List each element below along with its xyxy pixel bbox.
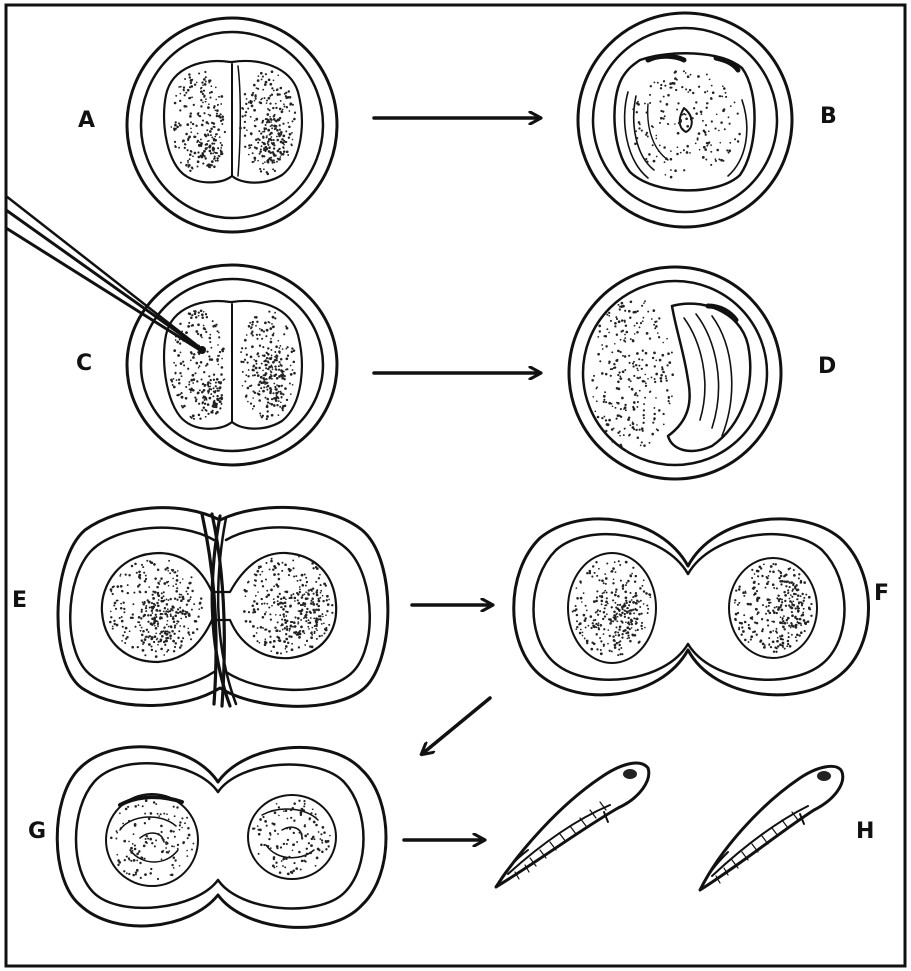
stipple-texture <box>776 580 805 628</box>
stipple-texture <box>109 560 203 658</box>
panel-e: E <box>12 507 388 706</box>
arrow-f-to-g <box>422 698 490 754</box>
panel-f: F <box>514 519 889 695</box>
stipple-texture <box>243 556 333 655</box>
stipple-texture <box>201 381 223 415</box>
label-b: B <box>820 104 837 129</box>
stipple-texture <box>240 311 296 421</box>
panel-a: A <box>78 18 337 232</box>
panel-c: C <box>6 196 337 465</box>
stipple-texture <box>170 71 226 172</box>
tadpole-eye <box>817 771 831 781</box>
dark-lip <box>648 56 684 60</box>
inner-membrane <box>593 28 777 212</box>
label-g: G <box>28 819 46 844</box>
panel-h: H <box>496 763 874 890</box>
stipple-texture <box>110 799 194 880</box>
stipple-texture <box>252 800 331 876</box>
needle <box>6 210 200 348</box>
tadpole-left <box>496 763 649 887</box>
label-c: C <box>76 351 92 376</box>
label-e: E <box>12 588 27 613</box>
stipple-texture <box>612 582 638 639</box>
label-a: A <box>78 108 95 133</box>
label-d: D <box>818 354 836 379</box>
dark-lip <box>708 306 736 320</box>
inner-membrane <box>76 763 364 908</box>
stipple-texture <box>572 560 652 656</box>
tadpole-right <box>700 766 843 890</box>
half-embryo <box>668 304 750 451</box>
needle-tip <box>198 346 206 354</box>
embryo-left <box>106 794 198 886</box>
tadpole-eye <box>623 769 637 779</box>
outer-membrane <box>578 13 792 227</box>
stipple-texture <box>734 563 813 653</box>
label-f: F <box>874 581 889 606</box>
panel-g: G <box>28 747 386 928</box>
inner-membrane <box>583 281 767 465</box>
label-h: H <box>856 819 874 844</box>
figure-border <box>6 5 905 966</box>
stipple-texture <box>257 354 286 406</box>
cleavage-line-2 <box>238 66 240 176</box>
panel-d: D <box>569 267 836 479</box>
panel-b: B <box>578 13 837 227</box>
